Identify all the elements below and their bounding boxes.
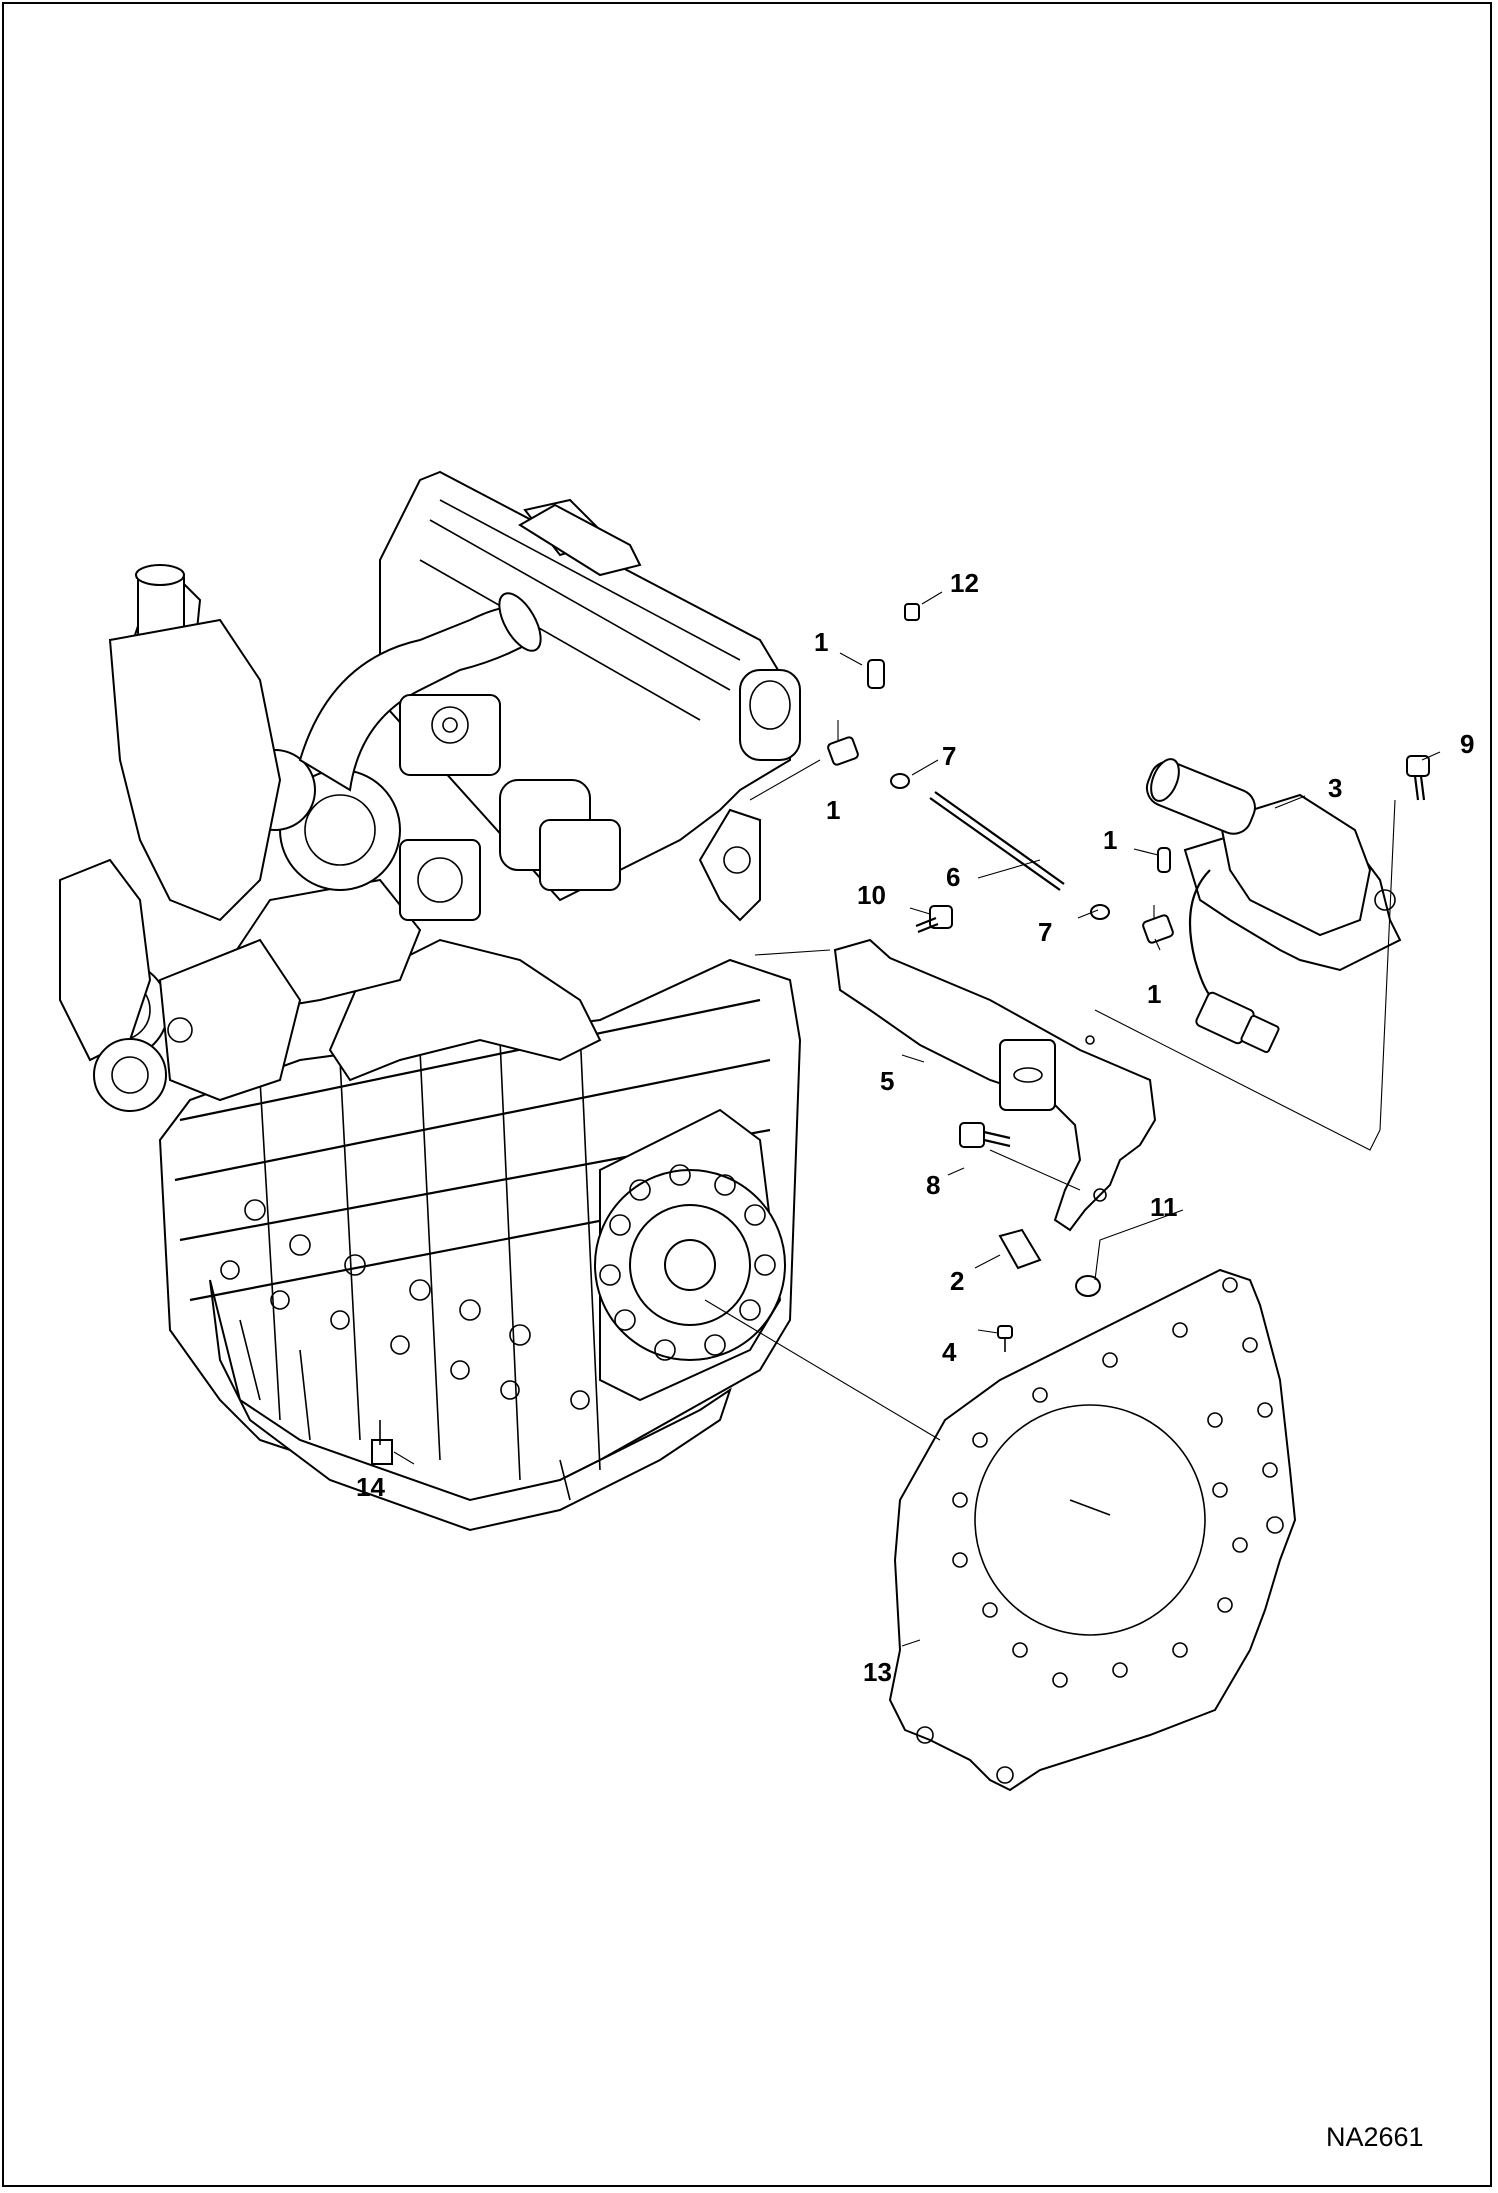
engine-assembly — [59, 470, 802, 1532]
callout-1: 1 — [1147, 979, 1161, 1009]
callout-2: 2 — [950, 1266, 964, 1296]
callout-labels: 12 1 1 7 9 3 1 6 10 7 1 5 8 11 2 4 14 13 — [356, 568, 1474, 1687]
callout-1: 1 — [826, 795, 840, 825]
callout-7: 7 — [942, 741, 956, 771]
mounting-bracket — [833, 938, 1157, 1232]
callout-6: 6 — [946, 862, 960, 892]
callout-14: 14 — [356, 1472, 385, 1502]
figure-id: NA2661 — [1326, 2122, 1424, 2152]
callout-3: 3 — [1328, 773, 1342, 803]
callout-8: 8 — [926, 1170, 940, 1200]
callout-12: 12 — [950, 568, 979, 598]
callout-10: 10 — [857, 880, 886, 910]
callout-7: 7 — [1038, 917, 1052, 947]
callout-1: 1 — [1103, 825, 1117, 855]
leader-lines — [393, 591, 1441, 1647]
callout-13: 13 — [863, 1657, 892, 1687]
flywheel-housing-plate — [888, 1268, 1297, 1792]
callout-11: 11 — [1150, 1192, 1178, 1222]
callout-1: 1 — [814, 627, 828, 657]
small-parts — [827, 603, 1430, 1352]
callout-9: 9 — [1460, 729, 1474, 759]
solenoid-assembly — [1145, 758, 1402, 1054]
callout-5: 5 — [880, 1066, 894, 1096]
callout-4: 4 — [942, 1337, 957, 1367]
